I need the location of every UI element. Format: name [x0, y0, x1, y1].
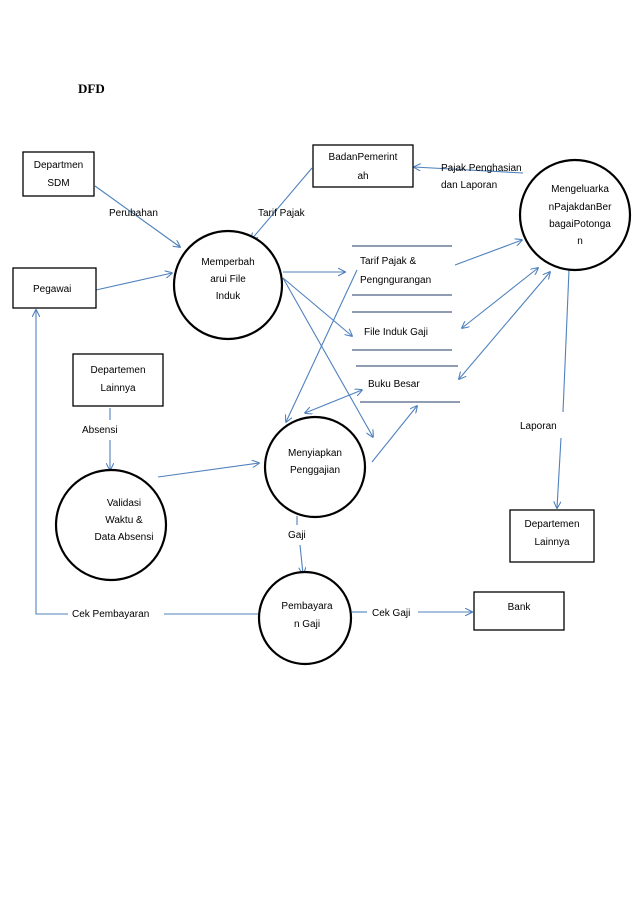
- store-buku-besar: Buku Besar: [356, 365, 460, 403]
- flow-mengeluarkan-to-laporan: [562, 269, 570, 413]
- flow-label-gaji: Gaji: [288, 530, 306, 541]
- process-menyiapkan-line2: Penggajian: [290, 465, 340, 476]
- flow-badan-to-update: [251, 167, 313, 240]
- process-pajak-line2: nPajakdanBer: [549, 202, 612, 213]
- flow-label-pajak-line2: dan Laporan: [441, 180, 497, 191]
- store-tarif-pajak: Tarif Pajak & Pengngurangan: [352, 245, 452, 296]
- process-mengeluarkan-pajak: Mengeluarka nPajakdanBer bagaiPotonga n: [518, 158, 632, 272]
- flow-mengeluarkan-to-badan: [414, 167, 524, 174]
- process-update-line2: arui File: [210, 274, 246, 285]
- flow-gaji-to-pembayaran: [300, 544, 303, 574]
- flow-label-absensi: Absensi: [82, 425, 118, 436]
- process-update-line1: Memperbah: [201, 257, 254, 268]
- flow-buku-besar-menyiapkan: [305, 390, 362, 413]
- entity-dept-right-line2: Lainnya: [534, 537, 569, 548]
- store-file-induk-label: File Induk Gaji: [364, 327, 428, 338]
- flow-pegawai-to-update: [95, 273, 172, 291]
- entity-dept-left-line2: Lainnya: [100, 383, 135, 394]
- flow-cek-pembayaran-to-pegawai: [36, 310, 68, 615]
- process-validasi-line3: Data Absensi: [95, 532, 154, 543]
- store-file-induk-gaji: File Induk Gaji: [352, 311, 452, 351]
- diagram-title: DFD: [78, 81, 105, 96]
- process-pembayaran-line2: n Gaji: [294, 619, 320, 630]
- flow-buku-besar-mengeluarkan: [459, 272, 550, 379]
- process-memperbaharui-file-induk: Memperbah arui File Induk: [172, 229, 284, 341]
- flow-tarif-to-mengeluarkan: [454, 240, 522, 266]
- flow-label-tarif-pajak: Tarif Pajak: [258, 208, 306, 219]
- process-validasi-line2: Waktu &: [105, 515, 143, 526]
- flow-update-to-file-induk: [282, 277, 352, 336]
- entity-departemen-lainnya-right: Departemen Lainnya: [509, 509, 595, 563]
- flow-menyiapkan-to-store: [371, 406, 417, 463]
- flow-label-pajak-line1: Pajak Penghasian: [441, 163, 522, 174]
- entity-dept-left-line1: Departemen: [90, 365, 145, 376]
- flow-sdm-to-update: [94, 185, 180, 247]
- flow-tarif-to-menyiapkan: [286, 269, 358, 422]
- entity-dept-right-line1: Departemen: [524, 519, 579, 530]
- process-menyiapkan-line1: Menyiapkan: [288, 448, 342, 459]
- entity-departemen-lainnya-left: Departemen Lainnya: [72, 353, 164, 407]
- flow-label-cek-pembayaran: Cek Pembayaran: [72, 609, 149, 620]
- flow-update-to-menyiapkan: [282, 277, 373, 437]
- store-buku-besar-label: Buku Besar: [368, 379, 420, 390]
- entity-sdm-line1: Departmen: [34, 160, 83, 171]
- store-tarif-line1: Tarif Pajak &: [360, 256, 416, 267]
- process-validasi-line1: Validasi: [107, 498, 141, 509]
- process-pembayaran-gaji: Pembayara n Gaji: [257, 570, 353, 666]
- flow-label-laporan: Laporan: [520, 421, 557, 432]
- entity-pegawai: Pegawai: [12, 267, 97, 309]
- process-update-line3: Induk: [216, 291, 241, 302]
- process-pajak-line4: n: [577, 236, 583, 247]
- process-menyiapkan-penggajian: Menyiapkan Penggajian: [263, 415, 367, 519]
- entity-badan-pemerintah: BadanPemerint ah: [312, 144, 414, 188]
- flow-label-cek-gaji: Cek Gaji: [372, 608, 410, 619]
- flow-validasi-to-menyiapkan: [157, 463, 259, 478]
- process-pajak-line3: bagaiPotonga: [549, 219, 611, 230]
- flow-laporan-to-dept: [557, 437, 562, 508]
- store-tarif-line2: Pengngurangan: [360, 275, 431, 286]
- entity-sdm-line2: SDM: [47, 178, 69, 189]
- flow-label-perubahan: Perubahan: [109, 208, 158, 219]
- entity-departmen-sdm: Departmen SDM: [22, 151, 95, 197]
- process-pembayaran-line1: Pembayara: [281, 601, 333, 612]
- entity-pegawai-label: Pegawai: [33, 284, 71, 295]
- process-pajak-line1: Mengeluarka: [551, 184, 609, 195]
- entity-badan-line1: BadanPemerint: [329, 152, 398, 163]
- entity-bank: Bank: [473, 591, 565, 631]
- entity-bank-label: Bank: [508, 602, 532, 613]
- process-validasi-absensi: Validasi Waktu & Data Absensi: [54, 468, 168, 582]
- flow-file-induk-mengeluarkan: [462, 268, 538, 328]
- entity-badan-line2: ah: [357, 171, 368, 182]
